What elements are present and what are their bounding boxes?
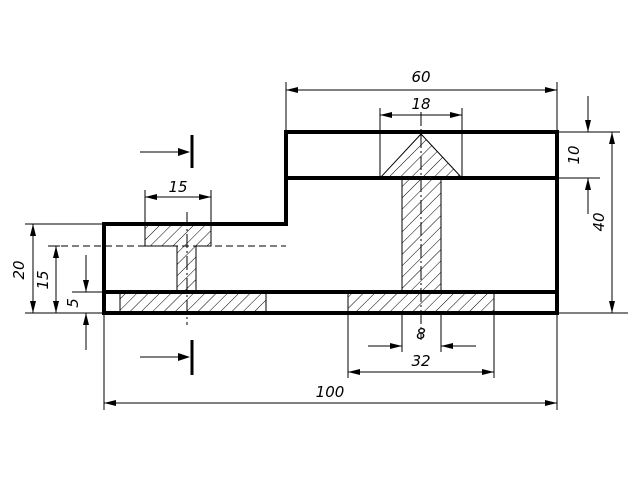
section-indicator-bottom [140,340,194,375]
dim-label-15-horizontal: 15 [168,178,187,196]
dim-label-5: 5 [64,298,82,308]
section-indicator-top [140,135,194,168]
dimension-base-thickness: 5 [64,255,104,350]
dimension-stem-width: 8 [368,313,476,352]
base-section-left [119,291,267,314]
dim-label-20: 20 [10,260,28,279]
dimension-left-height: 20 [10,223,104,314]
dim-label-18: 18 [411,95,430,113]
dimension-top-width: 60 [285,68,558,132]
dimension-inner-height: 15 [34,245,60,313]
dimension-total-length: 100 [103,313,558,410]
dim-label-10: 10 [565,145,583,164]
left-t-section [144,223,212,293]
dimension-right-height: 40 [557,131,628,314]
dim-label-40: 40 [590,212,608,231]
dimension-slot-width: 32 [347,313,495,378]
dim-label-8: 8 [416,325,426,343]
dim-label-32: 32 [411,352,430,370]
dimension-top-height: 10 [557,96,600,214]
dim-label-15-vertical: 15 [34,270,52,289]
dim-label-100: 100 [316,383,345,401]
part-outline [102,130,559,315]
outer-contour [102,130,559,315]
dimension-cone-width: 18 [379,95,463,178]
dim-label-60: 60 [411,68,430,86]
dimension-left-step: 15 [144,178,212,224]
